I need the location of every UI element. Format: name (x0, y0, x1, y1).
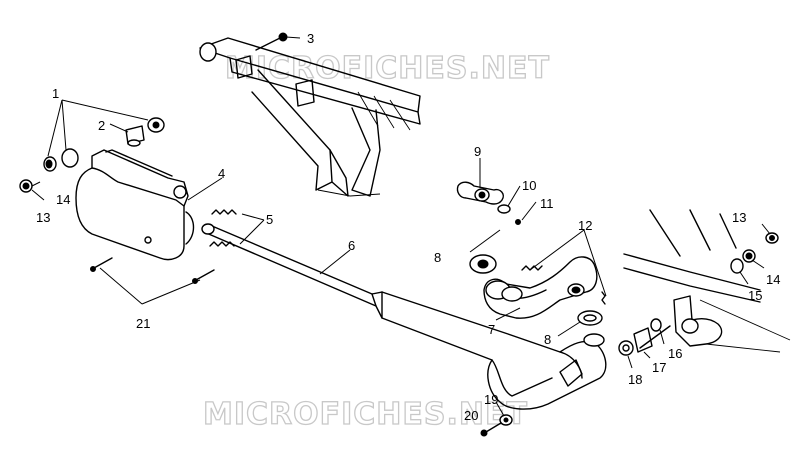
label-11: 11 (540, 196, 554, 211)
label-20: 20 (464, 408, 478, 423)
label-14a: 14 (56, 192, 70, 207)
gaskets (469, 254, 603, 326)
flange (456, 181, 521, 225)
bushing (125, 117, 165, 147)
label-1: 1 (52, 86, 59, 101)
header-pipes (483, 256, 598, 319)
label-8b: 8 (544, 332, 551, 347)
label-18: 18 (628, 372, 642, 387)
label-14b: 14 (766, 272, 780, 287)
label-17: 17 (652, 360, 666, 375)
part-labels: 1 2 3 4 5 6 7 8 8 9 10 11 12 13 13 14 14… (36, 31, 780, 423)
label-13b: 13 (732, 210, 746, 225)
label-10: 10 (522, 178, 536, 193)
label-2: 2 (98, 118, 105, 133)
label-3: 3 (307, 31, 314, 46)
watermark-top: MICROFICHES.NET (225, 51, 550, 86)
bottom-bolt (480, 414, 513, 437)
bolt-top (255, 32, 288, 51)
screws (90, 257, 215, 284)
springs (209, 209, 237, 247)
label-8a: 8 (434, 250, 441, 265)
frame-upper (199, 37, 421, 197)
label-4: 4 (218, 166, 225, 181)
label-15: 15 (748, 288, 762, 303)
label-21: 21 (136, 316, 150, 331)
label-19: 19 (484, 392, 498, 407)
muffler (19, 148, 195, 261)
label-6: 6 (348, 238, 355, 253)
exhaust-pipe (201, 223, 607, 410)
watermark-bottom: MICROFICHES.NET (203, 397, 528, 432)
frame-right (623, 209, 791, 353)
right-hardware (618, 232, 779, 356)
label-16: 16 (668, 346, 682, 361)
label-9: 9 (474, 144, 481, 159)
label-5: 5 (266, 212, 273, 227)
label-7a: 7 (488, 322, 495, 337)
leader-lines (31, 36, 771, 417)
label-13a: 13 (36, 210, 50, 225)
label-12: 12 (578, 218, 592, 233)
